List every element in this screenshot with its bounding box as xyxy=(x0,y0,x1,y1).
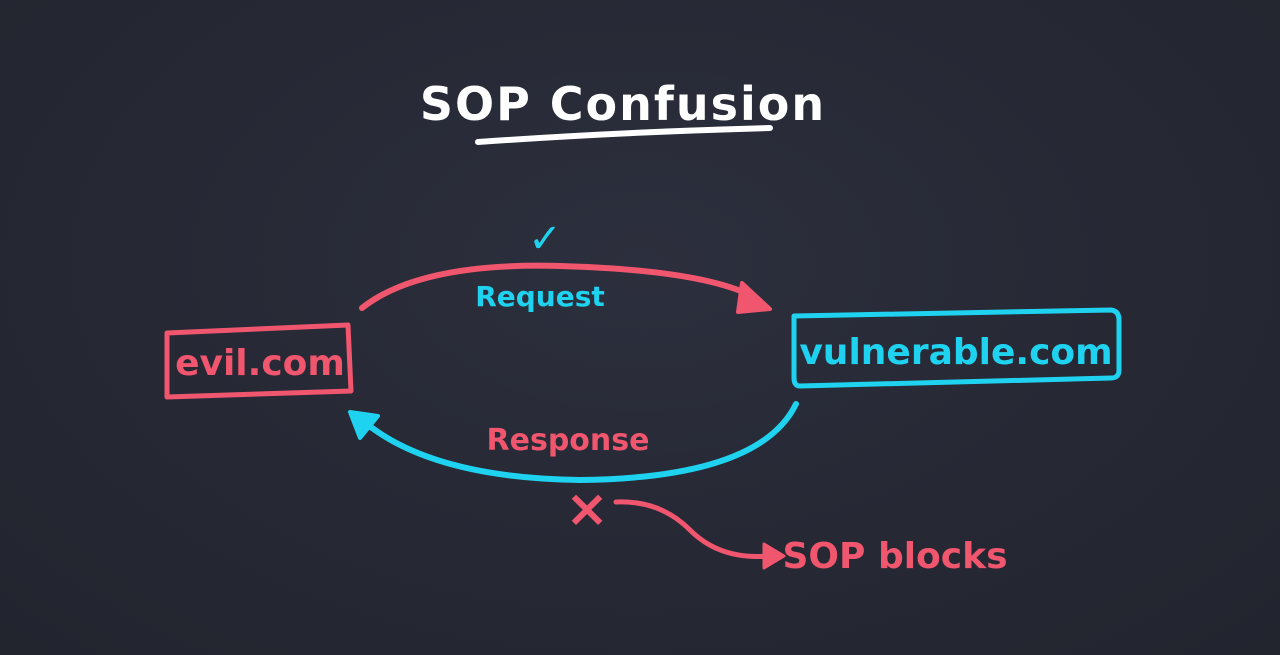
vulnerable-com-box xyxy=(791,307,1122,389)
request-arrowhead xyxy=(736,281,772,314)
vulnerable-com-node: vulnerable.com xyxy=(791,307,1122,389)
vulnerable-com-label: vulnerable.com xyxy=(799,332,1112,373)
sop-blocks-arrow xyxy=(613,499,786,570)
request-label: Request xyxy=(475,280,605,313)
evil-com-box xyxy=(164,322,354,400)
request-arrow-line xyxy=(359,262,755,311)
evil-com-node: evil.com xyxy=(164,322,354,400)
request-arrow xyxy=(359,262,772,314)
evil-com-label: evil.com xyxy=(175,343,345,384)
diagram-title: SOP Confusion xyxy=(420,77,826,131)
sop-blocks-arrow-line xyxy=(613,499,771,559)
sop-blocks-label: SOP blocks xyxy=(783,536,1008,577)
response-arrow-line xyxy=(359,401,799,484)
response-arrowhead xyxy=(348,410,380,440)
response-label: Response xyxy=(487,423,650,458)
response-arrow xyxy=(348,401,799,484)
blocked-x-icon: × xyxy=(565,479,609,539)
allowed-check-icon: ✓ xyxy=(528,216,562,262)
sop-blocks-arrowhead xyxy=(762,542,786,570)
title-underline xyxy=(475,125,773,145)
